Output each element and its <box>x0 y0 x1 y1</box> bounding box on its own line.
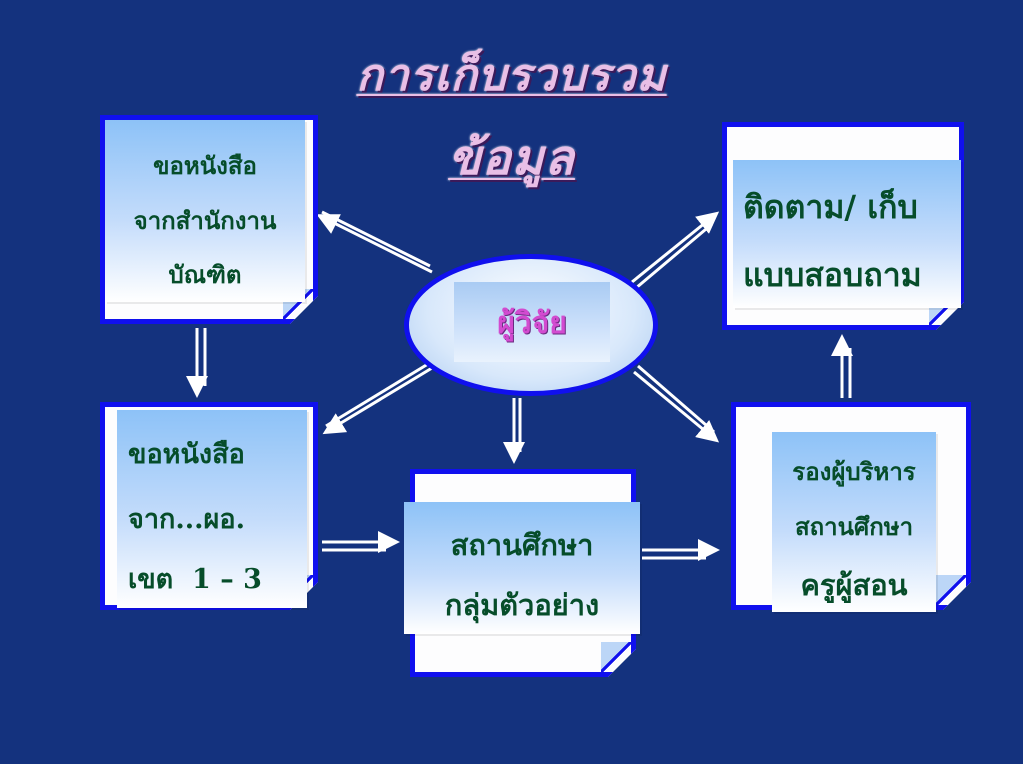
box-mid-right-line1: รองผู้บริหาร <box>792 457 916 486</box>
box-pane <box>105 120 305 302</box>
arrow-center-to-mid-right <box>633 370 720 443</box>
box-top-left-line1: ขอหนังสือ <box>153 151 257 180</box>
box-mid-left-line3: เขต 1 – 3 <box>128 564 262 595</box>
box-top-right-line1: ติดตาม/ เก็บ <box>743 188 918 226</box>
box-pane <box>733 160 961 308</box>
box-pane <box>404 502 640 634</box>
diagram-title-line2: ข้อมูล <box>448 130 575 186</box>
box-mid-left-line1: ขอหนังสือ <box>128 439 245 470</box>
center-node-pane <box>454 282 610 362</box>
box-mid-left-line2: จาก...ผอ. <box>128 504 245 535</box>
box-pane <box>772 432 936 612</box>
page-fold-icon <box>601 642 631 672</box>
diagram-title-line1: การเก็บรวบรวม <box>356 50 667 101</box>
box-top-left-line3: บัณฑิต <box>168 260 242 289</box>
box-bottom-line1: สถานศึกษา <box>450 528 594 562</box>
arrow-center-to-top-right <box>631 211 720 284</box>
box-pane <box>117 410 307 608</box>
box-top-right-line2: แบบสอบถาม <box>743 256 922 294</box>
box-mid-right-line3: ครูผู้สอน <box>800 568 908 602</box>
box-top-left-line2: จากสำนักงาน <box>133 206 277 235</box>
arrow-center-to-mid-left <box>322 366 433 435</box>
box-bottom-line2: กลุ่มตัวอย่าง <box>444 588 600 622</box>
box-mid-right-line2: สถานศึกษา <box>794 512 914 541</box>
center-node-label: ผู้วิจัย <box>497 306 567 341</box>
arrow-center-to-top-left <box>316 214 433 274</box>
